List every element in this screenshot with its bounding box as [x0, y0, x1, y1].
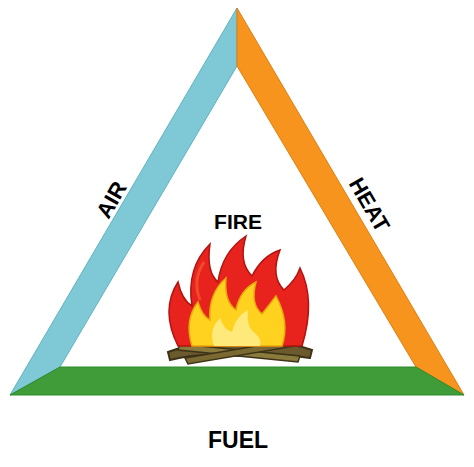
side-label: FUEL [208, 429, 268, 452]
campfire [168, 236, 312, 364]
fuel-band [10, 367, 464, 395]
center-label: FIRE [214, 211, 262, 232]
